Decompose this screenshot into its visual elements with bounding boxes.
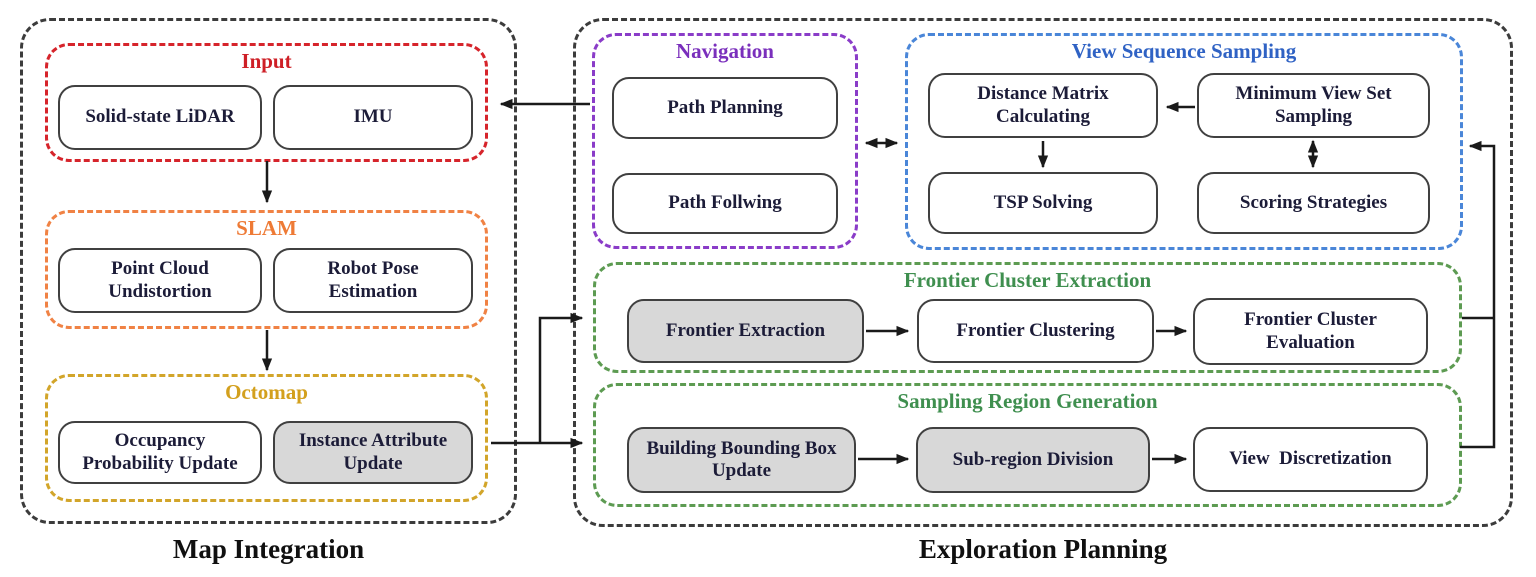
node-frontier-cluster-evaluation: Frontier Cluster Evaluation [1193, 298, 1428, 365]
node-tsp-solving: TSP Solving [928, 172, 1158, 234]
node-path-planning: Path Planning [612, 77, 838, 139]
label-map-integration: Map Integration [172, 534, 365, 564]
group-octomap-title: Octomap [225, 380, 308, 404]
group-sampling-region-generation-title: Sampling Region Generation [897, 389, 1158, 413]
node-distance-matrix-calculating: Distance Matrix Calculating [928, 73, 1158, 138]
group-input-title: Input [241, 49, 292, 73]
node-frontier-clustering: Frontier Clustering [917, 299, 1154, 363]
group-frontier-cluster-extraction-title: Frontier Cluster Extraction [903, 268, 1152, 292]
node-path-following: Path Follwing [612, 173, 838, 234]
node-building-bounding-box-update: Building Bounding Box Update [627, 427, 856, 493]
section-exploration-planning [573, 18, 1513, 527]
group-navigation-title: Navigation [675, 39, 774, 63]
node-imu: IMU [273, 85, 473, 150]
node-instance-attribute-update: Instance Attribute Update [273, 421, 473, 484]
group-input: Input [45, 43, 488, 162]
group-view-sequence-sampling-title: View Sequence Sampling [1071, 39, 1297, 63]
node-frontier-extraction: Frontier Extraction [627, 299, 864, 363]
node-minimum-view-set-sampling: Minimum View Set Sampling [1197, 73, 1430, 138]
node-scoring-strategies: Scoring Strategies [1197, 172, 1430, 234]
node-point-cloud-undistortion: Point Cloud Undistortion [58, 248, 262, 313]
node-sub-region-division: Sub-region Division [916, 427, 1150, 493]
node-solid-state-lidar: Solid-state LiDAR [58, 85, 262, 150]
node-occupancy-probability-update: Occupancy Probability Update [58, 421, 262, 484]
node-robot-pose-estimation: Robot Pose Estimation [273, 248, 473, 313]
group-octomap: Octomap [45, 374, 488, 502]
label-exploration-planning: Exploration Planning [918, 534, 1168, 564]
section-map-integration [20, 18, 517, 524]
group-slam: SLAM [45, 210, 488, 329]
group-view-sequence-sampling: View Sequence Sampling [905, 33, 1463, 250]
group-slam-title: SLAM [236, 216, 297, 240]
group-navigation: Navigation [592, 33, 858, 249]
node-view-discretization: View Discretization [1193, 427, 1428, 492]
